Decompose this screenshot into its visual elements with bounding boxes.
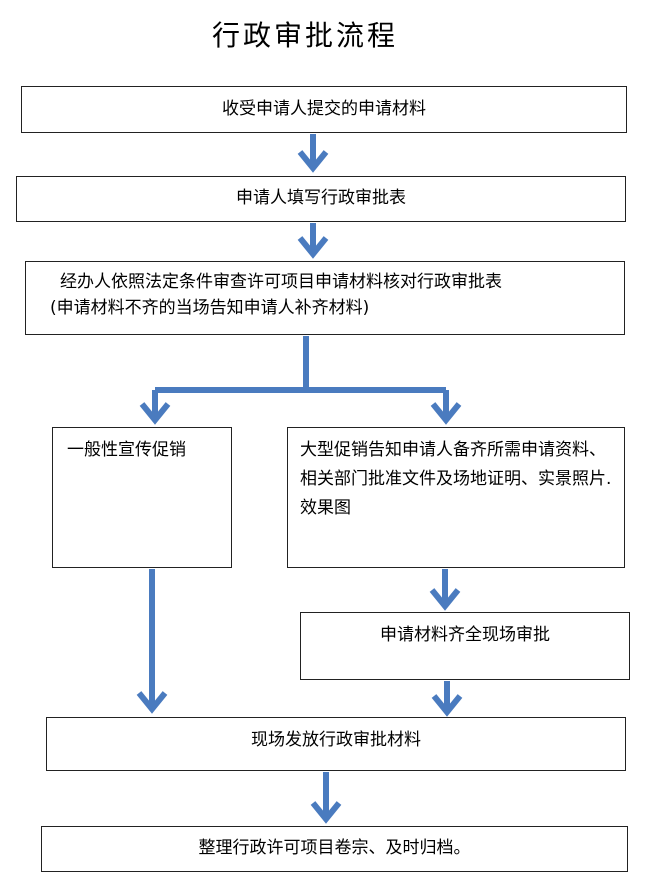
step-issue-label: 现场发放行政审批材料: [251, 730, 421, 750]
arrow-head-1: [297, 150, 329, 173]
branch-large-label: 大型促销告知申请人备齐所需申请资料、相关部门批准文件及场地证明、实景照片.效果图: [300, 440, 612, 518]
arrow-head-left: [139, 402, 171, 425]
branch-general-promotion: 一般性宣传促销: [52, 427, 232, 568]
branch-large-promotion: 大型促销告知申请人备齐所需申请资料、相关部门批准文件及场地证明、实景照片.效果图: [287, 427, 625, 568]
step-fill-approval-form: 申请人填写行政审批表: [16, 176, 626, 222]
arrow-head-7: [310, 801, 342, 824]
step-review-application: 经办人依照法定条件审查许可项目申请材料核对行政审批表 (申请材料不齐的当场告知申…: [25, 261, 625, 335]
step-fill-form-label: 申请人填写行政审批表: [236, 188, 406, 209]
step-archive: 整理行政许可项目卷宗、及时归档。: [41, 826, 628, 872]
step-review-label: 经办人依照法定条件审查许可项目申请材料核对行政审批表: [60, 272, 502, 292]
step-issue-materials: 现场发放行政审批材料: [46, 717, 626, 771]
step-archive-label: 整理行政许可项目卷宗、及时归档。: [198, 838, 471, 859]
step-receive-label: 收受申请人提交的申请材料: [222, 98, 426, 119]
step-receive-materials: 收受申请人提交的申请材料: [21, 86, 627, 133]
arrow-head-2: [297, 236, 329, 259]
diagram-title: 行政审批流程: [211, 19, 398, 52]
step-onsite-label: 申请材料齐全现场审批: [380, 625, 550, 645]
arrow-head-5: [431, 694, 463, 717]
arrow-head-6: [136, 691, 168, 714]
branch-general-label: 一般性宣传促销: [67, 440, 186, 460]
arrow-head-4: [429, 588, 461, 611]
step-onsite-review: 申请材料齐全现场审批: [300, 612, 630, 680]
step-review-note: (申请材料不齐的当场告知申请人补齐材料): [50, 297, 370, 318]
arrow-head-right: [430, 402, 462, 425]
